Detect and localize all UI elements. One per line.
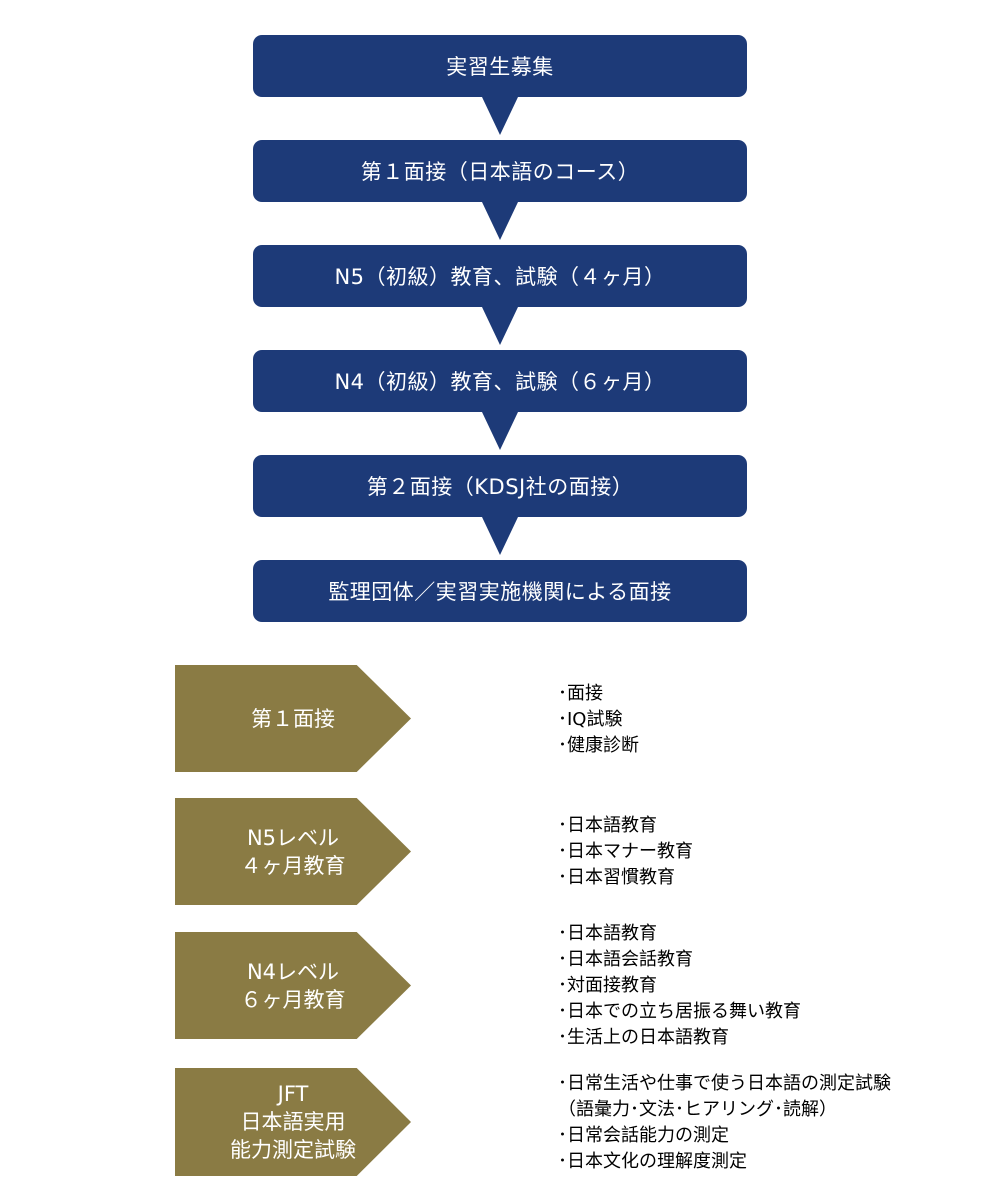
bullet-item: ･生活上の日本語教育 bbox=[558, 1027, 729, 1048]
bullet-item: ･日本での立ち居振る舞い教育 bbox=[558, 1001, 801, 1022]
arrow-down-icon bbox=[482, 202, 518, 240]
flow-step-n4-education: N4（初級）教育、試験（６ヶ月） bbox=[253, 350, 747, 412]
arrow-down-icon bbox=[482, 307, 518, 345]
chevron-label-text: N5レベル ４ヶ月教育 bbox=[240, 825, 346, 878]
arrow-down-icon bbox=[482, 412, 518, 450]
chevron-label-text: 第１面接 bbox=[251, 706, 335, 731]
bullet-item: ･日本語教育 bbox=[558, 923, 657, 944]
bullet-item: ･日本マナー教育 bbox=[558, 841, 693, 862]
chevron-label: N5レベル ４ヶ月教育 bbox=[175, 798, 411, 905]
bullet-list: ･面接 ･IQ試験 ･健康診断 bbox=[558, 681, 639, 759]
bullet-item: ･日本文化の理解度測定 bbox=[558, 1151, 747, 1172]
bullet-list: ･日本語教育 ･日本マナー教育 ･日本習慣教育 bbox=[558, 813, 693, 891]
flow-step-label: N4（初級）教育、試験（６ヶ月） bbox=[334, 370, 666, 394]
bullet-item: （語彙力･文法･ヒアリング･読解） bbox=[558, 1099, 837, 1120]
flow-step-first-interview: 第１面接（日本語のコース） bbox=[253, 140, 747, 202]
bullet-item: ･対面接教育 bbox=[558, 975, 657, 996]
chevron-label: JFT 日本語実用 能力測定試験 bbox=[175, 1068, 411, 1176]
bullet-item: ･日本語教育 bbox=[558, 815, 657, 836]
flow-step-second-interview: 第２面接（KDSJ社の面接） bbox=[253, 455, 747, 517]
chevron-label-text: JFT 日本語実用 能力測定試験 bbox=[230, 1082, 356, 1162]
flow-step-label: 第１面接（日本語のコース） bbox=[360, 160, 640, 184]
flow-step-final-interview: 監理団体／実習実施機関による面接 bbox=[253, 560, 747, 622]
bullet-item: ･健康診断 bbox=[558, 735, 639, 756]
chevron-label: N4レベル ６ヶ月教育 bbox=[175, 932, 411, 1039]
chevron-label-text: N4レベル ６ヶ月教育 bbox=[240, 959, 346, 1012]
chevron-label: 第１面接 bbox=[175, 665, 411, 772]
flow-step-recruitment: 実習生募集 bbox=[253, 35, 747, 97]
bullet-list: ･日常生活や仕事で使う日本語の測定試験 （語彙力･文法･ヒアリング･読解） ･日… bbox=[558, 1071, 891, 1175]
flow-step-label: 第２面接（KDSJ社の面接） bbox=[366, 475, 634, 499]
flowchart: 実習生募集 第１面接（日本語のコース） N5（初級）教育、試験（４ヶ月） N4（… bbox=[253, 35, 747, 622]
bullet-list: ･日本語教育 ･日本語会話教育 ･対面接教育 ･日本での立ち居振る舞い教育 ･生… bbox=[558, 921, 801, 1051]
flow-step-n5-education: N5（初級）教育、試験（４ヶ月） bbox=[253, 245, 747, 307]
flow-step-label: N5（初級）教育、試験（４ヶ月） bbox=[334, 265, 666, 289]
bullet-item: ･IQ試験 bbox=[558, 709, 623, 730]
bullet-item: ･日本習慣教育 bbox=[558, 867, 675, 888]
bullet-item: ･面接 bbox=[558, 683, 603, 704]
flow-step-label: 実習生募集 bbox=[446, 55, 554, 79]
arrow-down-icon bbox=[482, 97, 518, 135]
bullet-item: ･日常生活や仕事で使う日本語の測定試験 bbox=[558, 1073, 891, 1094]
bullet-item: ･日本語会話教育 bbox=[558, 949, 693, 970]
bullet-item: ･日常会話能力の測定 bbox=[558, 1125, 729, 1146]
flow-step-label: 監理団体／実習実施機関による面接 bbox=[328, 580, 672, 604]
arrow-down-icon bbox=[482, 517, 518, 555]
